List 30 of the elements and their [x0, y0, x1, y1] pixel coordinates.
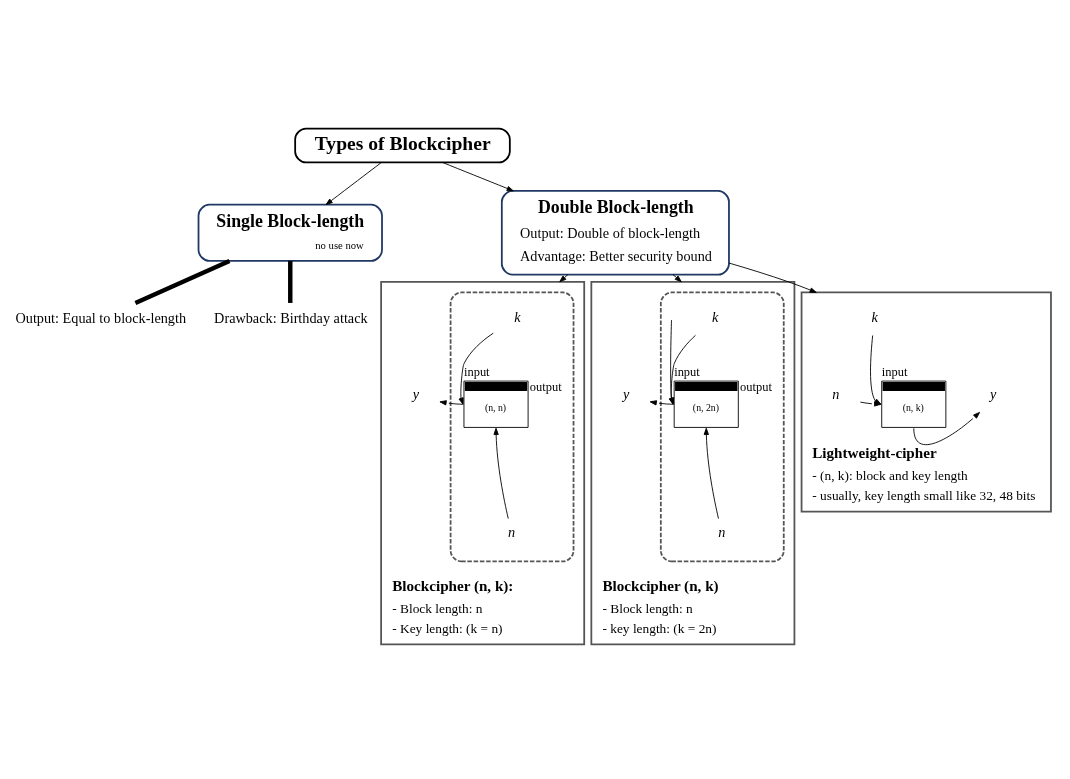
arrow	[728, 262, 817, 293]
node-label: input	[881, 364, 908, 379]
node-text: y	[412, 385, 420, 402]
connector	[288, 260, 293, 303]
node-text: n	[832, 385, 840, 402]
node-text: k	[871, 308, 878, 325]
arrow	[672, 273, 682, 282]
node-text: y	[989, 385, 997, 402]
arrow	[913, 411, 981, 445]
node-label: output	[529, 379, 562, 394]
node-text: k	[712, 308, 719, 325]
connector	[134, 258, 231, 305]
node-text: Drawback: Birthday attack	[214, 309, 368, 326]
node-text: k	[514, 308, 521, 325]
node-text: Output: Equal to block-length	[15, 309, 187, 326]
node-text: n	[718, 523, 726, 540]
node-text: n	[508, 523, 516, 540]
arrow	[439, 399, 464, 405]
arrow	[559, 273, 569, 282]
arrow	[442, 161, 514, 191]
node-box: Types of Blockcipher	[294, 127, 511, 163]
arrow	[703, 427, 719, 519]
node-text: y	[622, 385, 630, 402]
node-label: input	[463, 364, 490, 379]
arrow	[458, 332, 494, 405]
arrow	[493, 427, 509, 519]
node-label: input	[674, 364, 700, 379]
node-label: output	[740, 379, 772, 394]
arrow	[325, 161, 382, 205]
node-box: Single Block-length no use now	[197, 203, 383, 262]
